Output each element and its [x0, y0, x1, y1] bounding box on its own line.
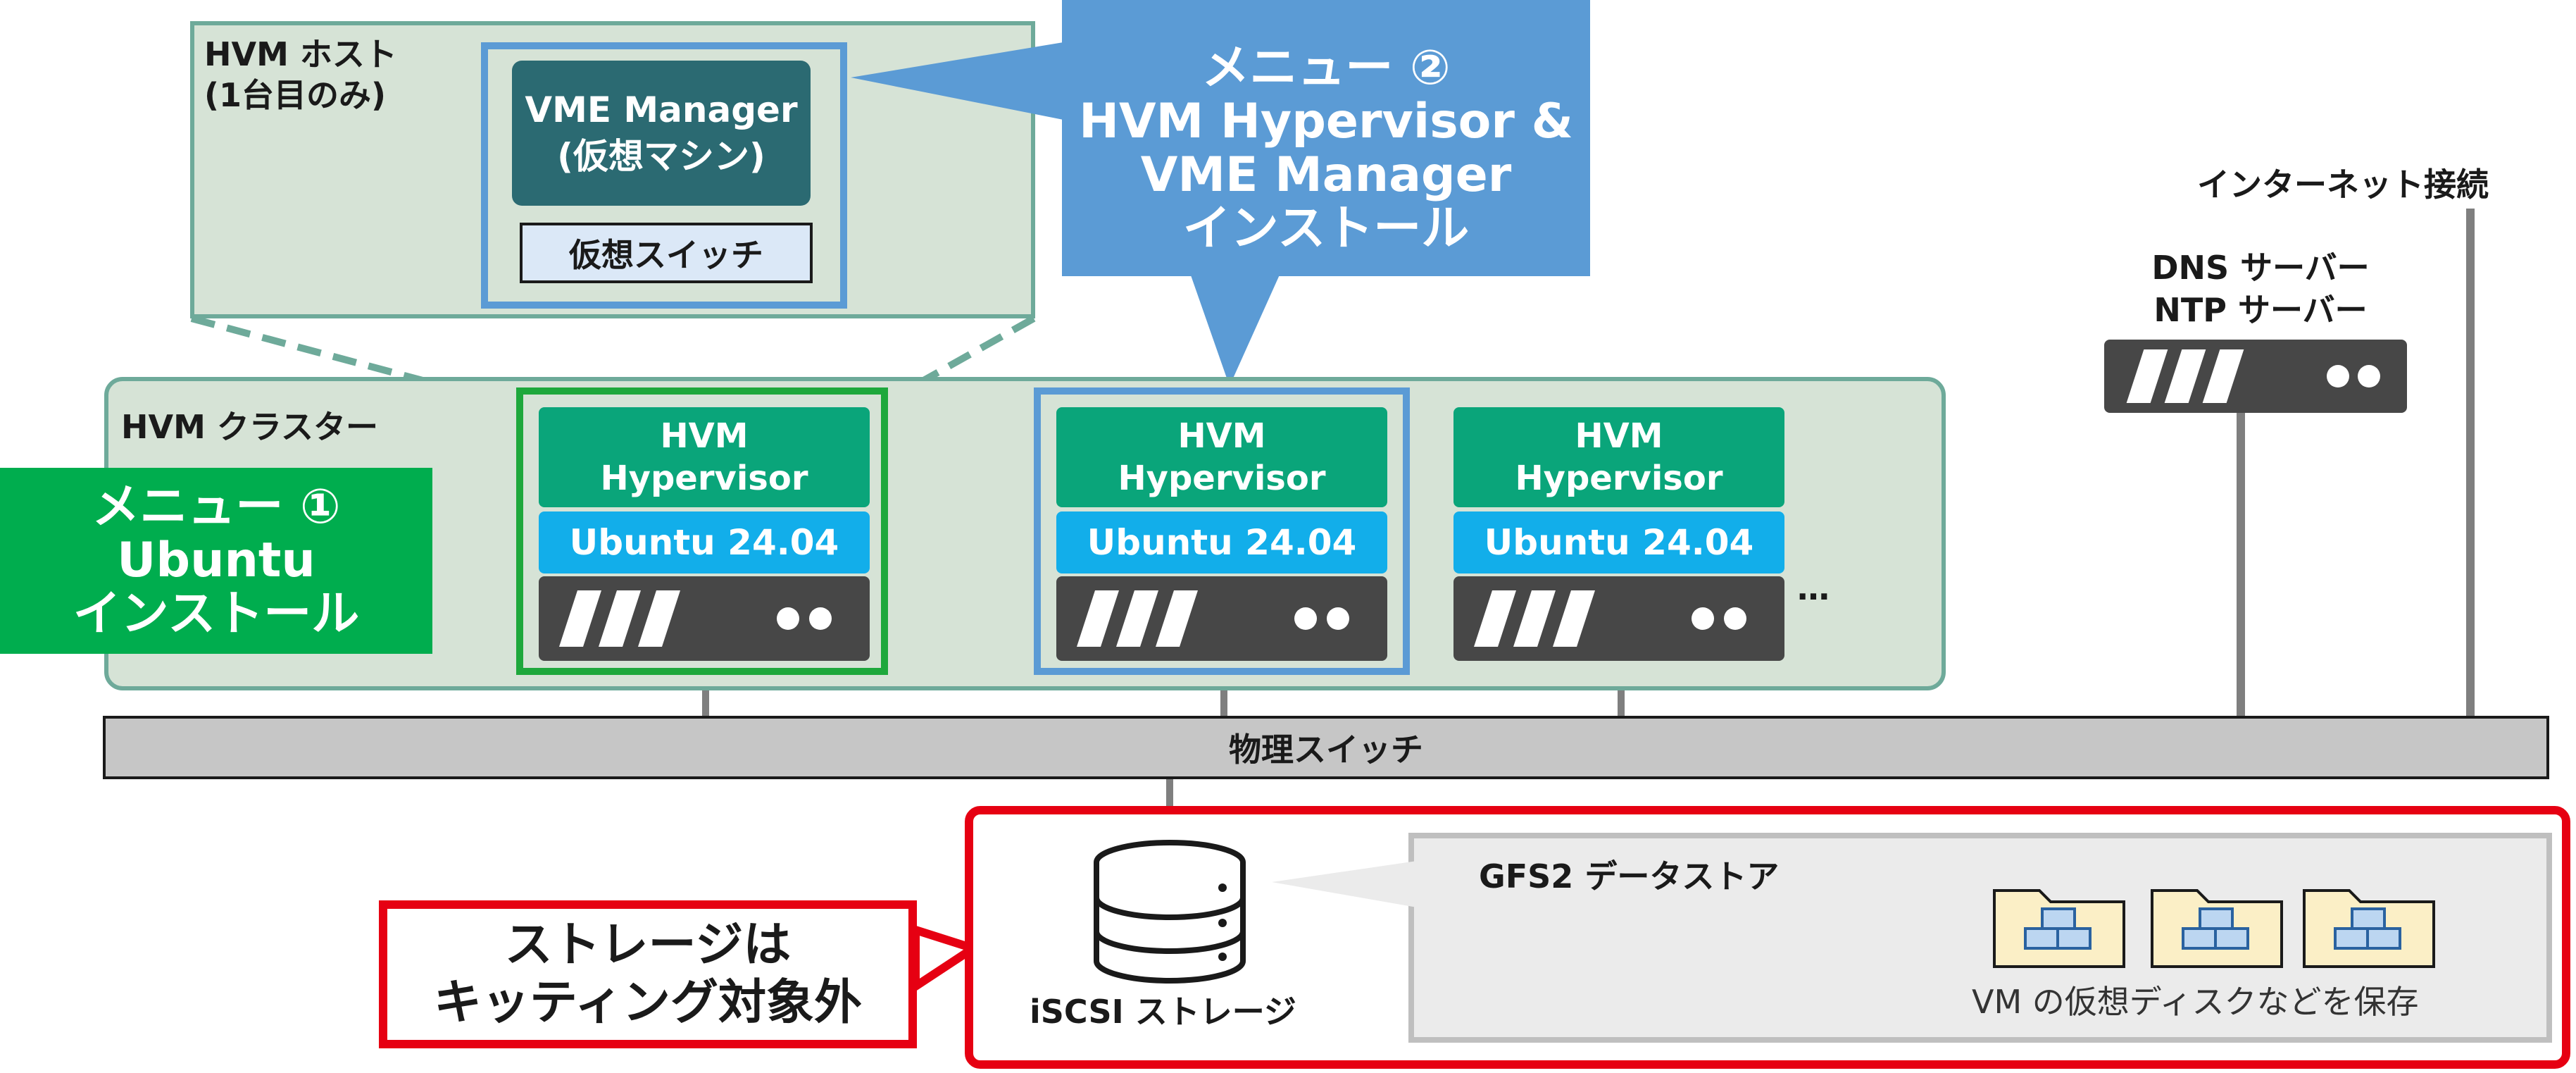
node1-ubuntu: Ubuntu 24.04	[539, 511, 870, 573]
menu1-line2: Ubuntu	[117, 533, 315, 588]
dns-cable	[2237, 411, 2245, 719]
dns-server-label: DNS サーバー	[2151, 249, 2370, 287]
vme-manager-subtitle: (仮想マシン)	[557, 136, 765, 177]
callout2-tail	[851, 42, 1063, 120]
hvm-host-title: HVM ホスト	[204, 35, 397, 73]
node3-hypervisor-line1: HVM	[1575, 416, 1663, 456]
folder-icon	[2151, 889, 2283, 968]
node1-hypervisor-line1: HVM	[660, 416, 749, 456]
node3-hypervisor-line2: Hypervisor	[1515, 459, 1723, 498]
node2-server-icon	[1056, 576, 1387, 661]
internet-cable	[2466, 209, 2475, 719]
hvm-host-label: HVM ホスト (1台目のみ)	[204, 34, 397, 116]
gfs2-pointer-cover	[1272, 861, 1417, 907]
folder-icon	[1993, 889, 2125, 968]
node2-hypervisor: HVM Hypervisor	[1056, 407, 1387, 507]
physical-switch: 物理スイッチ	[103, 716, 2549, 779]
vme-manager-title: VME Manager	[525, 89, 798, 130]
menu2-line2: HVM Hypervisor &	[1079, 94, 1573, 149]
menu1-callout: メニュー ① Ubuntu インストール	[0, 468, 432, 654]
vme-manager-vm: VME Manager (仮想マシン)	[512, 61, 811, 206]
dns-ntp-server-icon	[2104, 340, 2407, 413]
node1-hypervisor-line2: Hypervisor	[600, 459, 808, 498]
storage-note-line2: キッティング対象外	[434, 975, 862, 1031]
hvm-host-subtitle: (1台目のみ)	[204, 76, 387, 114]
node3-hypervisor: HVM Hypervisor	[1453, 407, 1784, 507]
hvm-cluster-label: HVM クラスター	[121, 408, 378, 446]
node1-server-icon	[539, 576, 870, 661]
internet-connection-label: インターネット接続	[2197, 166, 2489, 204]
zoom-line-left	[190, 315, 524, 411]
menu2-line4: インストール	[1182, 201, 1470, 256]
node3-server-icon	[1453, 576, 1784, 661]
more-nodes-ellipsis: …	[1797, 569, 1830, 607]
iscsi-storage-label: iSCSI ストレージ	[1030, 993, 1296, 1031]
node3-ubuntu: Ubuntu 24.04	[1453, 511, 1784, 573]
dns-ntp-label: DNS サーバー NTP サーバー	[2127, 247, 2394, 331]
folder-icon	[2303, 889, 2435, 968]
vm-disk-label: VM の仮想ディスクなどを保存	[1972, 983, 2419, 1021]
node2-hypervisor-line2: Hypervisor	[1118, 459, 1326, 498]
menu2-title: メニュー ②	[1201, 40, 1451, 96]
menu2-line3: VME Manager	[1140, 147, 1512, 203]
menu1-line3: インストール	[73, 586, 360, 642]
storage-note-line1: ストレージは	[504, 917, 792, 973]
menu2-callout: メニュー ② HVM Hypervisor & VME Manager インスト…	[1062, 0, 1590, 276]
ntp-server-label: NTP サーバー	[2153, 291, 2368, 329]
node1-selection-frame	[516, 387, 888, 675]
iscsi-storage-icon	[1094, 840, 1246, 984]
menu1-title: メニュー ①	[92, 479, 341, 535]
gfs2-datastore-label: GFS2 データストア	[1479, 857, 1780, 895]
node2-hypervisor-line1: HVM	[1177, 416, 1266, 456]
node1-hypervisor: HVM Hypervisor	[539, 407, 870, 507]
callout2-pointer	[1190, 273, 1280, 386]
node2-selection-frame	[1034, 387, 1410, 675]
node2-ubuntu: Ubuntu 24.04	[1056, 511, 1387, 573]
storage-out-of-scope-note: ストレージは キッティング対象外	[379, 900, 917, 1048]
virtual-switch: 仮想スイッチ	[520, 223, 813, 283]
